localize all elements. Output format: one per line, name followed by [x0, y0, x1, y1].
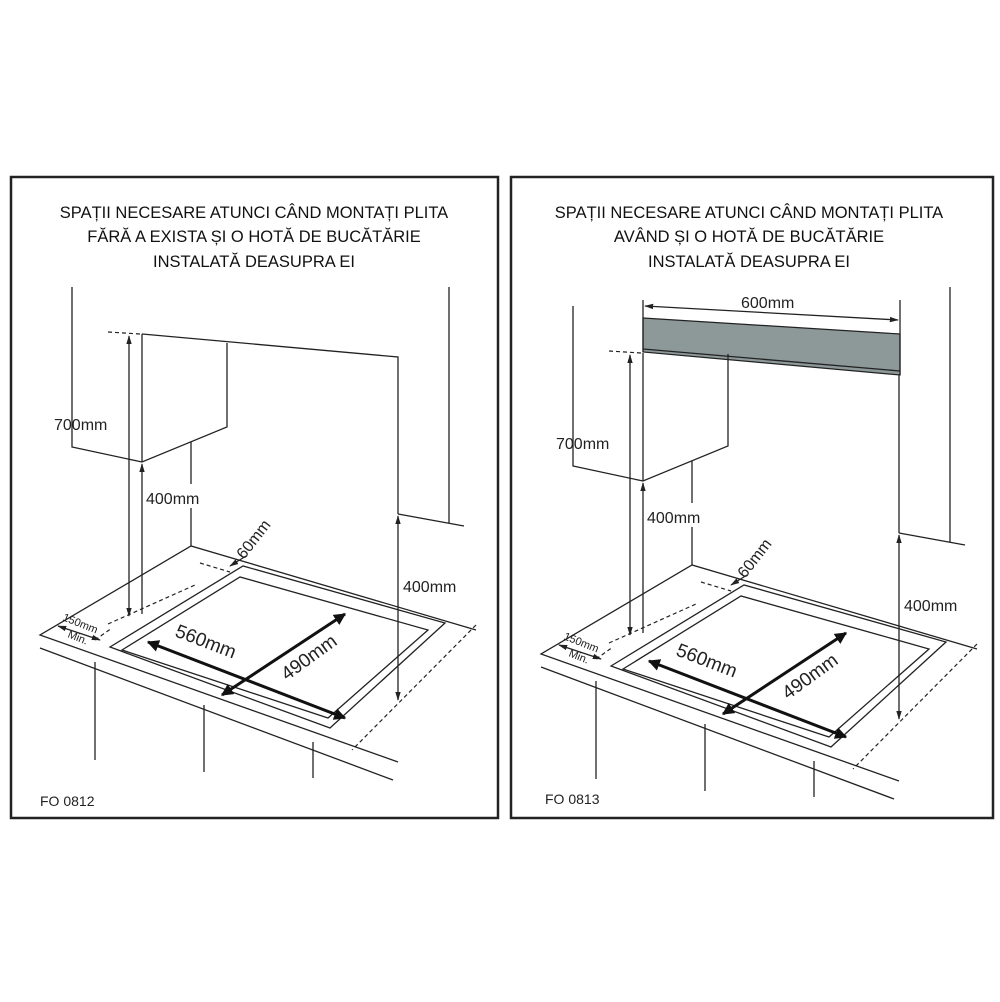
hood-width-label: 600mm [741, 295, 794, 312]
panel-frame [9, 175, 500, 820]
figure-code: FO 0813 [545, 791, 600, 807]
kitchen-drawing [539, 287, 978, 800]
panel-title-line-1: SPAȚII NECESARE ATUNCI CÂND MONTAȚI PLIT… [555, 203, 943, 222]
cutout-depth-arrow [220, 612, 347, 697]
panel-title-line-3: INSTALATĂ DEASUPRA EI [648, 252, 850, 271]
panel-title-line-2: FĂRĂ A EXISTA ȘI O HOTĂ DE BUCĂTĂRIE [87, 227, 420, 246]
panel-with-hood: SPAȚII NECESARE ATUNCI CÂND MONTAȚI PLIT… [509, 175, 995, 820]
clearance-label: 400mm [146, 491, 199, 508]
range-hood [642, 300, 901, 376]
kitchen-drawing [38, 287, 477, 781]
cabinet-height-label: 700mm [54, 417, 107, 434]
panel-title-line-2: AVÂND ȘI O HOTĂ DE BUCĂTĂRIE [614, 227, 884, 246]
wall-clearance-label: 400mm [403, 579, 456, 596]
panel-frame [509, 175, 995, 820]
panel-title-line-1: SPAȚII NECESARE ATUNCI CÂND MONTAȚI PLIT… [60, 203, 448, 222]
figure-code: FO 0812 [40, 793, 95, 809]
wall-clearance-label: 400mm [904, 598, 957, 615]
panel-without-hood: SPAȚII NECESARE ATUNCI CÂND MONTAȚI PLIT… [9, 175, 500, 820]
cabinet-height-label: 700mm [556, 436, 609, 453]
panel-title-line-3: INSTALATĂ DEASUPRA EI [153, 252, 355, 271]
clearance-label: 400mm [647, 510, 700, 527]
hood-width-arrow [644, 303, 899, 323]
